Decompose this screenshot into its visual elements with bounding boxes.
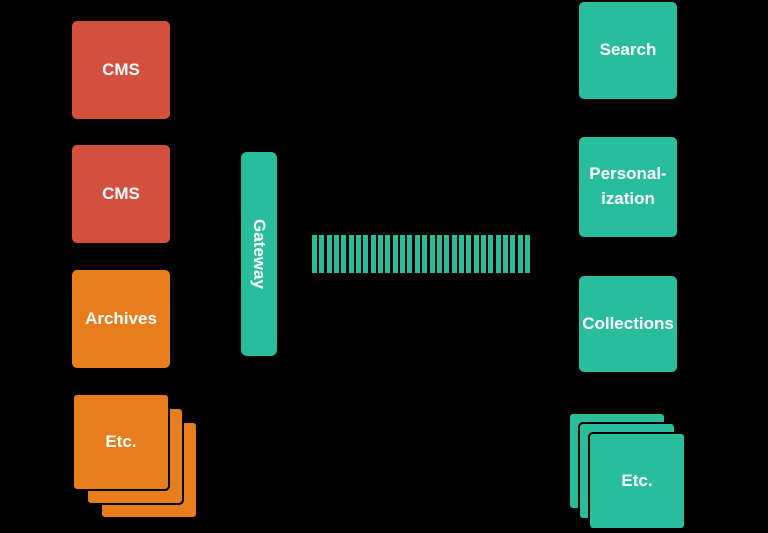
source-box-cms-1-label: CMS [102, 59, 140, 79]
source-box-cms-2-label: CMS [102, 183, 140, 203]
stripe [458, 235, 464, 273]
stripe [334, 235, 340, 273]
service-box-search: Search [579, 2, 677, 99]
stripe [436, 235, 442, 273]
service-box-etc-label: Etc. [621, 471, 653, 490]
service-stack-etc: Etc. [568, 412, 688, 532]
stripe [444, 235, 450, 273]
stripe [414, 235, 420, 273]
stripe [495, 235, 501, 273]
service-box-personalization: Personal- ization [579, 137, 677, 237]
stripe [407, 235, 413, 273]
stripe [341, 235, 347, 273]
stripe [466, 235, 472, 273]
stripe [429, 235, 435, 273]
source-stack-etc: Etc. [72, 393, 202, 523]
stripe [385, 235, 391, 273]
source-box-archives: Archives [72, 270, 170, 368]
service-box-collections-label: Collections [582, 313, 674, 333]
stripe [422, 235, 428, 273]
source-box-etc: Etc. [72, 393, 170, 491]
stripe [378, 235, 384, 273]
service-box-search-label: Search [599, 40, 657, 60]
stripe [319, 235, 325, 273]
source-box-cms-2: CMS [72, 145, 170, 243]
gateway-bar: Gateway [241, 152, 277, 356]
stripe [348, 235, 354, 273]
stripe [510, 235, 516, 273]
service-box-etc: Etc. [588, 432, 686, 530]
service-box-personalization-label: Personal- ization [589, 164, 667, 208]
stripe [356, 235, 362, 273]
stripe [326, 235, 332, 273]
stripe [363, 235, 369, 273]
source-box-cms-1: CMS [72, 21, 170, 119]
stripe [392, 235, 398, 273]
stripe [451, 235, 457, 273]
stripe [517, 235, 523, 273]
stripe [400, 235, 406, 273]
stripe [488, 235, 494, 273]
stripe [370, 235, 376, 273]
message-stripes [312, 235, 530, 273]
stripe [502, 235, 508, 273]
stripe [312, 235, 317, 273]
stripe [480, 235, 486, 273]
source-box-archives-label: Archives [85, 308, 157, 328]
stripe [473, 235, 479, 273]
source-box-etc-label: Etc. [105, 432, 137, 451]
stripe [524, 235, 530, 273]
gateway-label: Gateway [250, 219, 269, 289]
service-box-collections: Collections [579, 276, 677, 372]
